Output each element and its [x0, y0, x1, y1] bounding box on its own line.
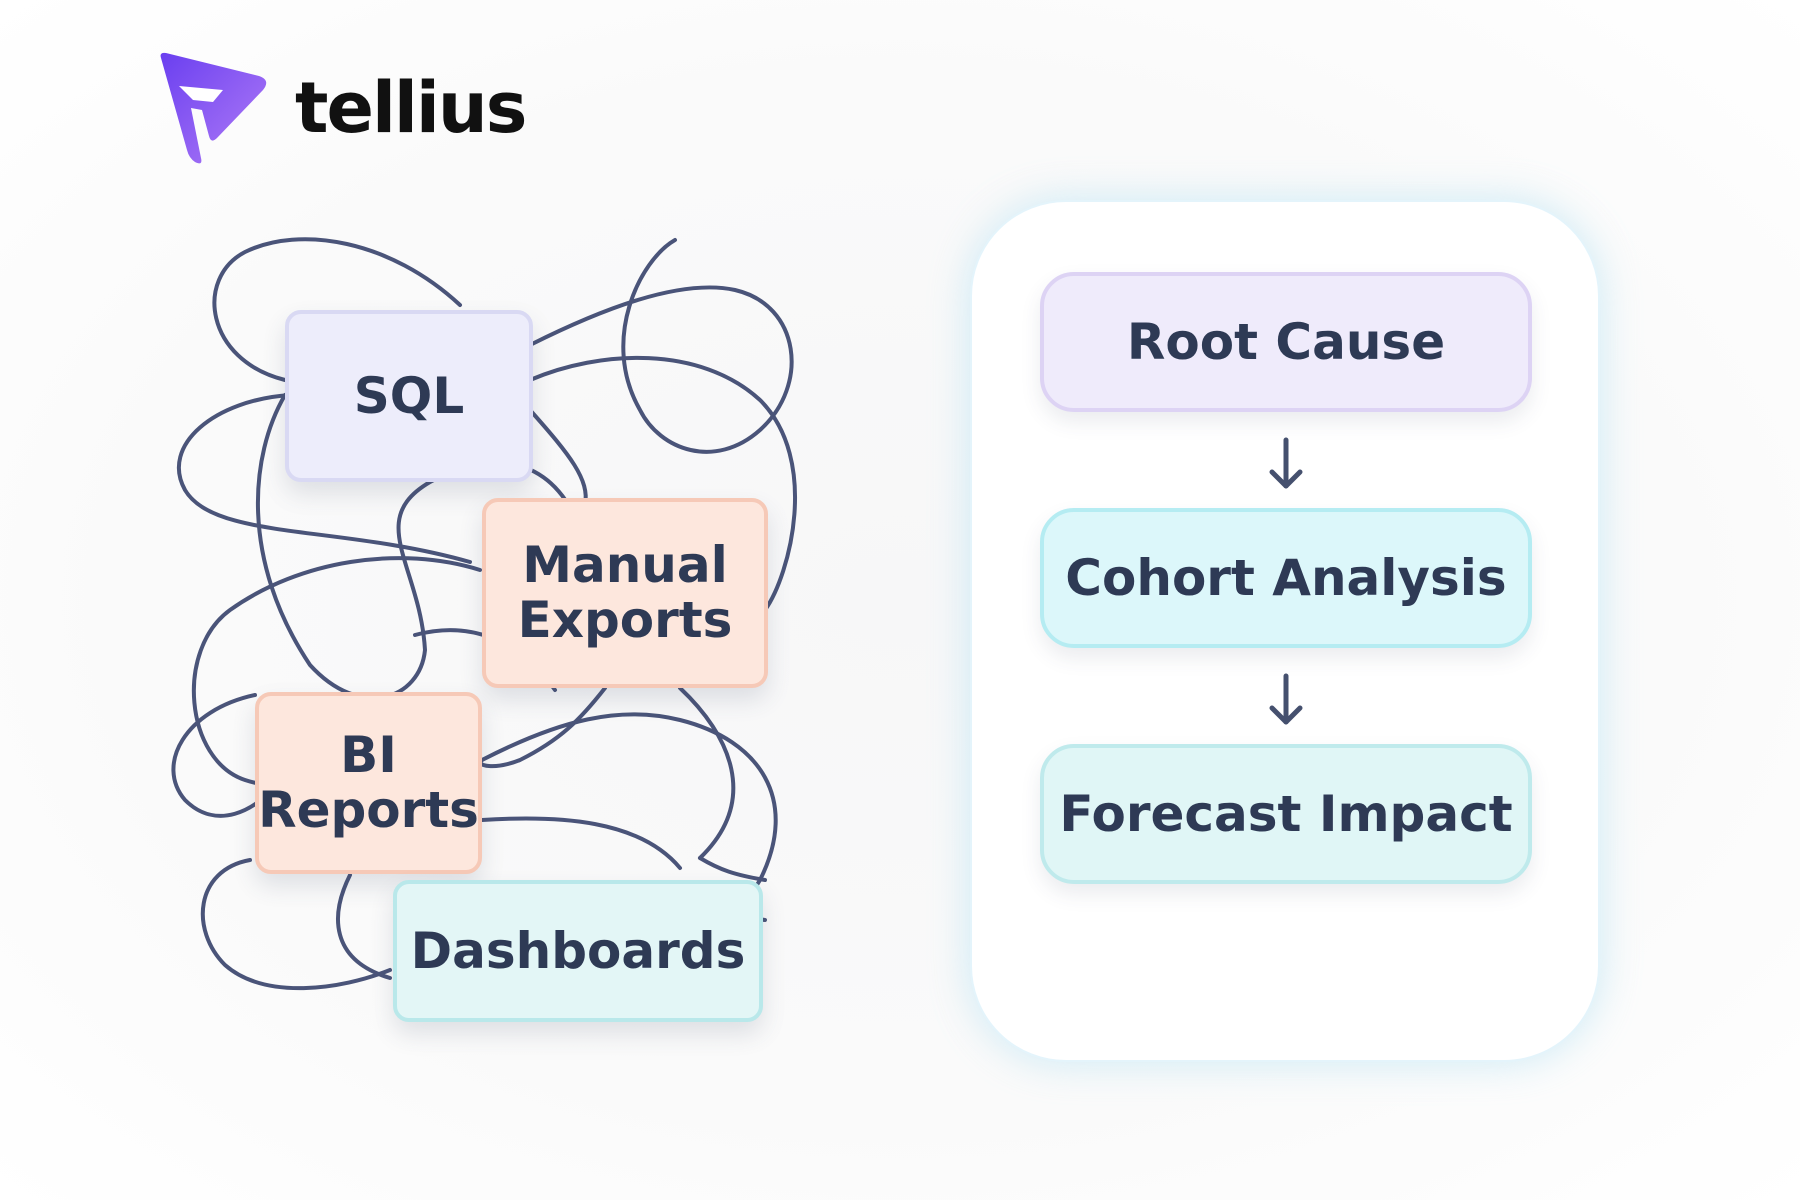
tool-dashboards: Dashboards	[393, 880, 763, 1022]
step-forecast-impact: Forecast Impact	[1040, 744, 1532, 884]
step-cohort-analysis: Cohort Analysis	[1040, 508, 1532, 648]
step-label: Root Cause	[1126, 313, 1446, 371]
tellius-logo-icon	[160, 52, 267, 164]
brand-name: tellius	[295, 67, 527, 149]
tool-manual-exports: Manual Exports	[482, 498, 768, 688]
step-label: Cohort Analysis	[1065, 549, 1507, 607]
tool-label: Dashboards	[410, 921, 746, 980]
arrow-down-icon	[1269, 673, 1303, 725]
tool-bi-reports: BI Reports	[255, 692, 482, 874]
tool-label: SQL	[353, 366, 465, 425]
brand-logo: tellius	[155, 50, 527, 170]
step-root-cause: Root Cause	[1040, 272, 1532, 412]
tool-sql: SQL	[285, 310, 533, 482]
tool-label: Manual Exports	[517, 536, 733, 649]
tool-label: BI Reports	[258, 726, 479, 839]
step-label: Forecast Impact	[1059, 785, 1513, 843]
arrow-down-icon	[1269, 437, 1303, 489]
